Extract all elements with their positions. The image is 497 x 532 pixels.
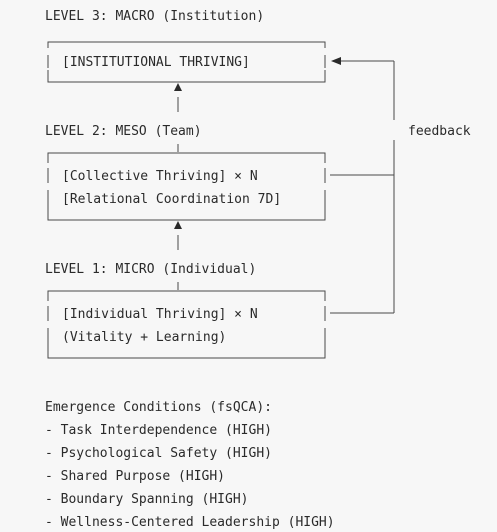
emergence-item: - Boundary Spanning (HIGH): [45, 492, 249, 507]
emergence-item: - Task Interdependence (HIGH): [45, 423, 272, 438]
micro-box-line-1: [Individual Thriving] × N: [62, 307, 258, 322]
micro-to-meso-arrow: [174, 221, 182, 250]
feedback-arrowhead: [331, 57, 341, 65]
feedback-label: feedback: [408, 124, 471, 139]
emergence-title: Emergence Conditions (fsQCA):: [45, 400, 272, 415]
micro-box: [Individual Thriving] × N (Vitality + Le…: [47, 282, 326, 359]
meso-box: [Collective Thriving] × N [Relational Co…: [47, 144, 326, 221]
micro-box-line-2: (Vitality + Learning): [62, 330, 226, 345]
meso-level-heading: LEVEL 2: MESO (Team): [45, 124, 202, 139]
macro-level-heading: LEVEL 3: MACRO (Institution): [45, 9, 264, 24]
macro-box: [INSTITUTIONAL THRIVING]: [47, 41, 326, 83]
meso-box-line-2: [Relational Coordination 7D]: [62, 192, 281, 207]
meso-to-macro-arrow: [174, 83, 182, 112]
emergence-item: - Wellness-Centered Leadership (HIGH): [45, 515, 335, 530]
feedback-loop: feedback: [330, 57, 480, 314]
emergence-conditions: Emergence Conditions (fsQCA): - Task Int…: [45, 400, 335, 530]
micro-level-heading: LEVEL 1: MICRO (Individual): [45, 262, 256, 277]
emergence-item: - Shared Purpose (HIGH): [45, 469, 225, 484]
meso-box-line-1: [Collective Thriving] × N: [62, 169, 258, 184]
emergence-item: - Psychological Safety (HIGH): [45, 446, 272, 461]
macro-box-line: [INSTITUTIONAL THRIVING]: [62, 55, 250, 70]
